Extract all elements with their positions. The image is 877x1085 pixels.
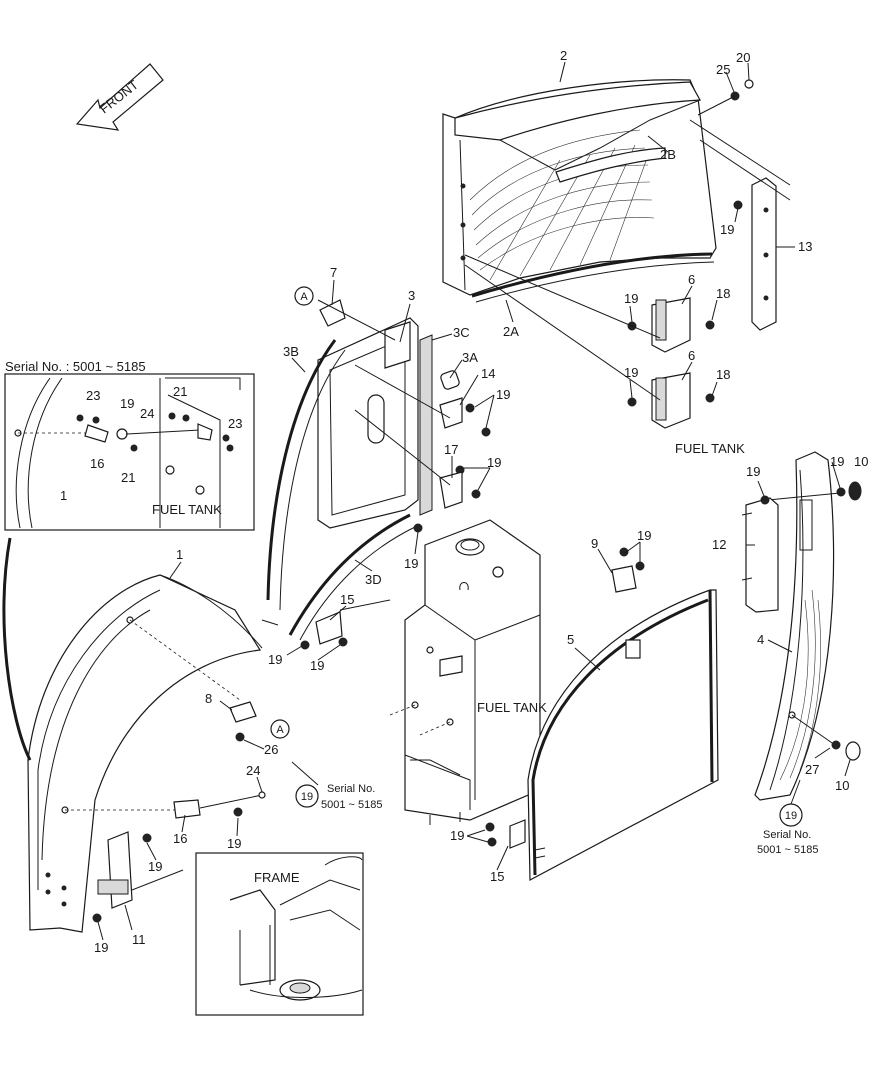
callout-7: 7 [330, 265, 337, 280]
inset-callout-1: 1 [60, 488, 67, 503]
callout-24: 24 [246, 763, 260, 778]
callout-15-b: 15 [490, 869, 504, 884]
callout-18-b: 18 [716, 367, 730, 382]
callout-27: 27 [805, 762, 819, 777]
callout-8: 8 [205, 691, 212, 706]
frame-assembly-3 [261, 317, 491, 650]
inset-callout-23-b: 23 [228, 416, 242, 431]
callout-6-a: 6 [688, 272, 695, 287]
inset-fuel-tank-label: FUEL TANK [152, 502, 222, 517]
callout-19-g: 19 [268, 652, 282, 667]
callout-19-wire: 19 [227, 836, 241, 851]
callout-14: 14 [481, 366, 495, 381]
hinge-11 [92, 831, 184, 923]
callout-19-i: 19 [637, 528, 651, 543]
serial-center-line2: 5001 ~ 5185 [321, 799, 382, 811]
inset-serial-label: Serial No. : 5001 ~ 5185 [5, 359, 146, 374]
callout-11: 11 [132, 932, 146, 947]
callout-19-m: 19 [450, 828, 464, 843]
ref-a-bottom: A [270, 719, 290, 739]
callout-19-f: 19 [404, 556, 418, 571]
callout-10-a: 10 [854, 454, 868, 469]
ref-a-bottom-label: A [276, 724, 284, 736]
callout-5: 5 [567, 632, 574, 647]
callout-1: 1 [176, 547, 183, 562]
callout-19-h: 19 [310, 658, 324, 673]
leader-lines [97, 61, 851, 941]
ref-19-right-label: 19 [785, 810, 797, 822]
callout-25: 25 [716, 62, 730, 77]
bracket-7 [317, 299, 396, 341]
callout-19-d: 19 [496, 387, 510, 402]
callout-16: 16 [173, 831, 187, 846]
callout-6-b: 6 [688, 348, 695, 363]
fender-1 [2, 537, 263, 933]
ref-a-top-label: A [300, 291, 308, 303]
callout-2: 2 [560, 48, 567, 63]
fuel-tank-upper-label: FUEL TANK [675, 441, 745, 456]
grille-housing-2 [442, 79, 717, 303]
callout-19-c: 19 [624, 365, 638, 380]
side-panel-4 [754, 451, 862, 801]
callout-2B: 2B [660, 147, 676, 162]
ref-a-top: A [294, 286, 314, 306]
fuel-tank-label: FUEL TANK [477, 700, 547, 715]
bracket-8 [229, 701, 257, 742]
callout-3: 3 [408, 288, 415, 303]
callout-3B: 3B [283, 344, 299, 359]
frame-label: FRAME [254, 870, 300, 885]
callout-19-k: 19 [148, 859, 162, 874]
callout-19-top-12: 19 [746, 464, 760, 479]
ref-19-right: 19 [779, 779, 803, 827]
callout-15-a: 15 [340, 592, 354, 607]
serial-inset [4, 373, 255, 531]
callout-2A: 2A [503, 324, 519, 339]
callout-19-j: 19 [830, 454, 844, 469]
inset-callout-23-a: 23 [86, 388, 100, 403]
fuel-tank [389, 519, 541, 825]
frame-detail-inset [195, 852, 364, 1016]
bracket-9 [611, 547, 645, 593]
callout-3A: 3A [462, 350, 478, 365]
inset-callout-21-b: 21 [121, 470, 135, 485]
serial-center-line1: Serial No. [327, 783, 375, 795]
ref-19-center-label: 19 [301, 791, 313, 803]
callout-4: 4 [757, 632, 764, 647]
serial-right-line1: Serial No. [763, 829, 811, 841]
callout-19-e: 19 [487, 455, 501, 470]
callout-3C: 3C [453, 325, 470, 340]
front-arrow-icon: FRONT [75, 63, 164, 131]
callout-19-l: 19 [94, 940, 108, 955]
side-door-5 [485, 589, 719, 881]
bracket-12 [741, 495, 779, 613]
callout-18-a: 18 [716, 286, 730, 301]
bracket-13 [689, 119, 791, 331]
ref-19-center: 19 [291, 761, 319, 808]
callout-9: 9 [591, 536, 598, 551]
callout-13: 13 [798, 239, 812, 254]
callout-12: 12 [712, 537, 726, 552]
wire-24 [173, 791, 266, 819]
inset-callout-24: 24 [140, 406, 154, 421]
hinge-6-upper [627, 297, 715, 353]
inset-callout-19: 19 [120, 396, 134, 411]
callout-3D: 3D [365, 572, 382, 587]
callout-26: 26 [264, 742, 278, 757]
callout-17: 17 [444, 442, 458, 457]
part-callouts: 2 20 25 2B 19 13 7 3 3C 3B 3A 2A 6 19 18… [60, 48, 868, 955]
callout-20: 20 [736, 50, 750, 65]
callout-19-b: 19 [624, 291, 638, 306]
inset-callout-21-a: 21 [173, 384, 187, 399]
callout-10-b: 10 [835, 778, 849, 793]
callout-19-a: 19 [720, 222, 734, 237]
serial-right-line2: 5001 ~ 5185 [757, 844, 818, 856]
inset-callout-16: 16 [90, 456, 104, 471]
hinge-6-lower [464, 254, 715, 429]
bolt-20-icon [697, 79, 754, 116]
